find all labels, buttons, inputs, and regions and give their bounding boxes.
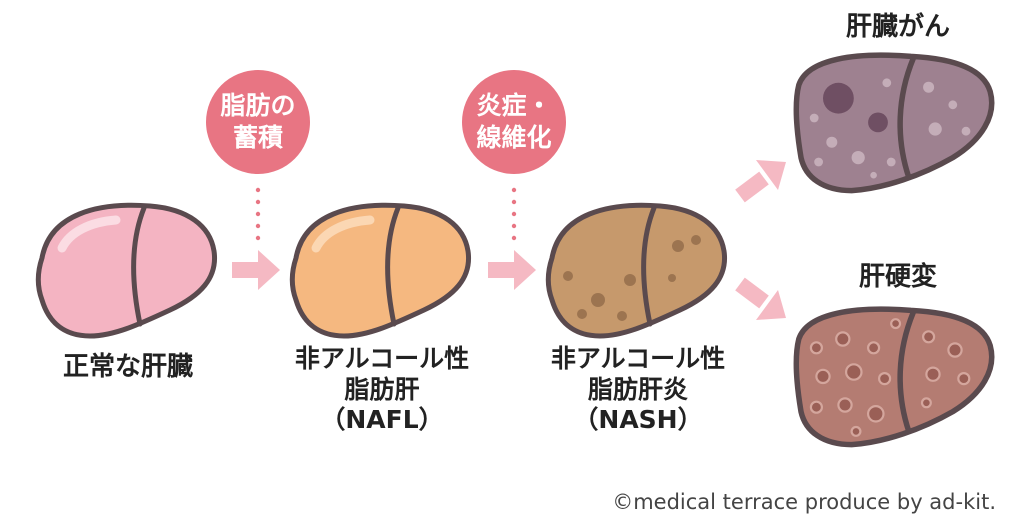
bubble-line: 炎症・ bbox=[476, 91, 552, 120]
label-line: 脂肪肝炎 bbox=[587, 374, 688, 404]
label-line: （NASH） bbox=[573, 405, 703, 434]
bubble-line: 蓄積 bbox=[232, 123, 283, 152]
dotted-connector-inflammation bbox=[511, 187, 517, 241]
liver-cancer-label: 肝臓がん bbox=[808, 12, 988, 44]
normal-liver-icon bbox=[38, 205, 214, 336]
copyright-credit: ©medical terrace produce by ad-kit. bbox=[612, 490, 996, 514]
arrow-nash-to-cirrhosis bbox=[735, 277, 786, 320]
arrow-normal-to-nafl bbox=[232, 250, 280, 290]
fat-accumulation-bubble: 脂肪の 蓄積 bbox=[206, 70, 310, 174]
label-line: 肝硬変 bbox=[858, 262, 937, 292]
arrow-nash-to-cancer bbox=[735, 160, 786, 203]
arrow-nafl-to-nash bbox=[488, 250, 536, 290]
nash-liver-icon bbox=[548, 205, 724, 336]
dotted-connector-fat bbox=[255, 187, 261, 241]
cirrhosis-label: 肝硬変 bbox=[808, 262, 988, 294]
nafl-label: 非アルコール性 脂肪肝 （NAFL） bbox=[262, 344, 502, 436]
label-line: （NAFL） bbox=[320, 405, 444, 434]
nafl-liver-icon bbox=[292, 205, 468, 336]
liver-cancer-icon bbox=[793, 52, 995, 194]
normal-liver-label: 正常な肝臓 bbox=[18, 352, 238, 384]
cirrhosis-liver-icon bbox=[793, 306, 995, 448]
bubble-line: 脂肪の bbox=[220, 91, 296, 120]
label-line: 正常な肝臓 bbox=[62, 352, 193, 382]
label-line: 非アルコール性 bbox=[550, 344, 726, 373]
inflammation-fibrosis-bubble: 炎症・ 線維化 bbox=[462, 70, 566, 174]
nash-label: 非アルコール性 脂肪肝炎 （NASH） bbox=[518, 344, 758, 436]
bubble-line: 線維化 bbox=[476, 123, 552, 152]
label-line: 肝臓がん bbox=[845, 12, 950, 42]
label-line: 脂肪肝 bbox=[344, 374, 420, 404]
label-line: 非アルコール性 bbox=[294, 344, 470, 373]
